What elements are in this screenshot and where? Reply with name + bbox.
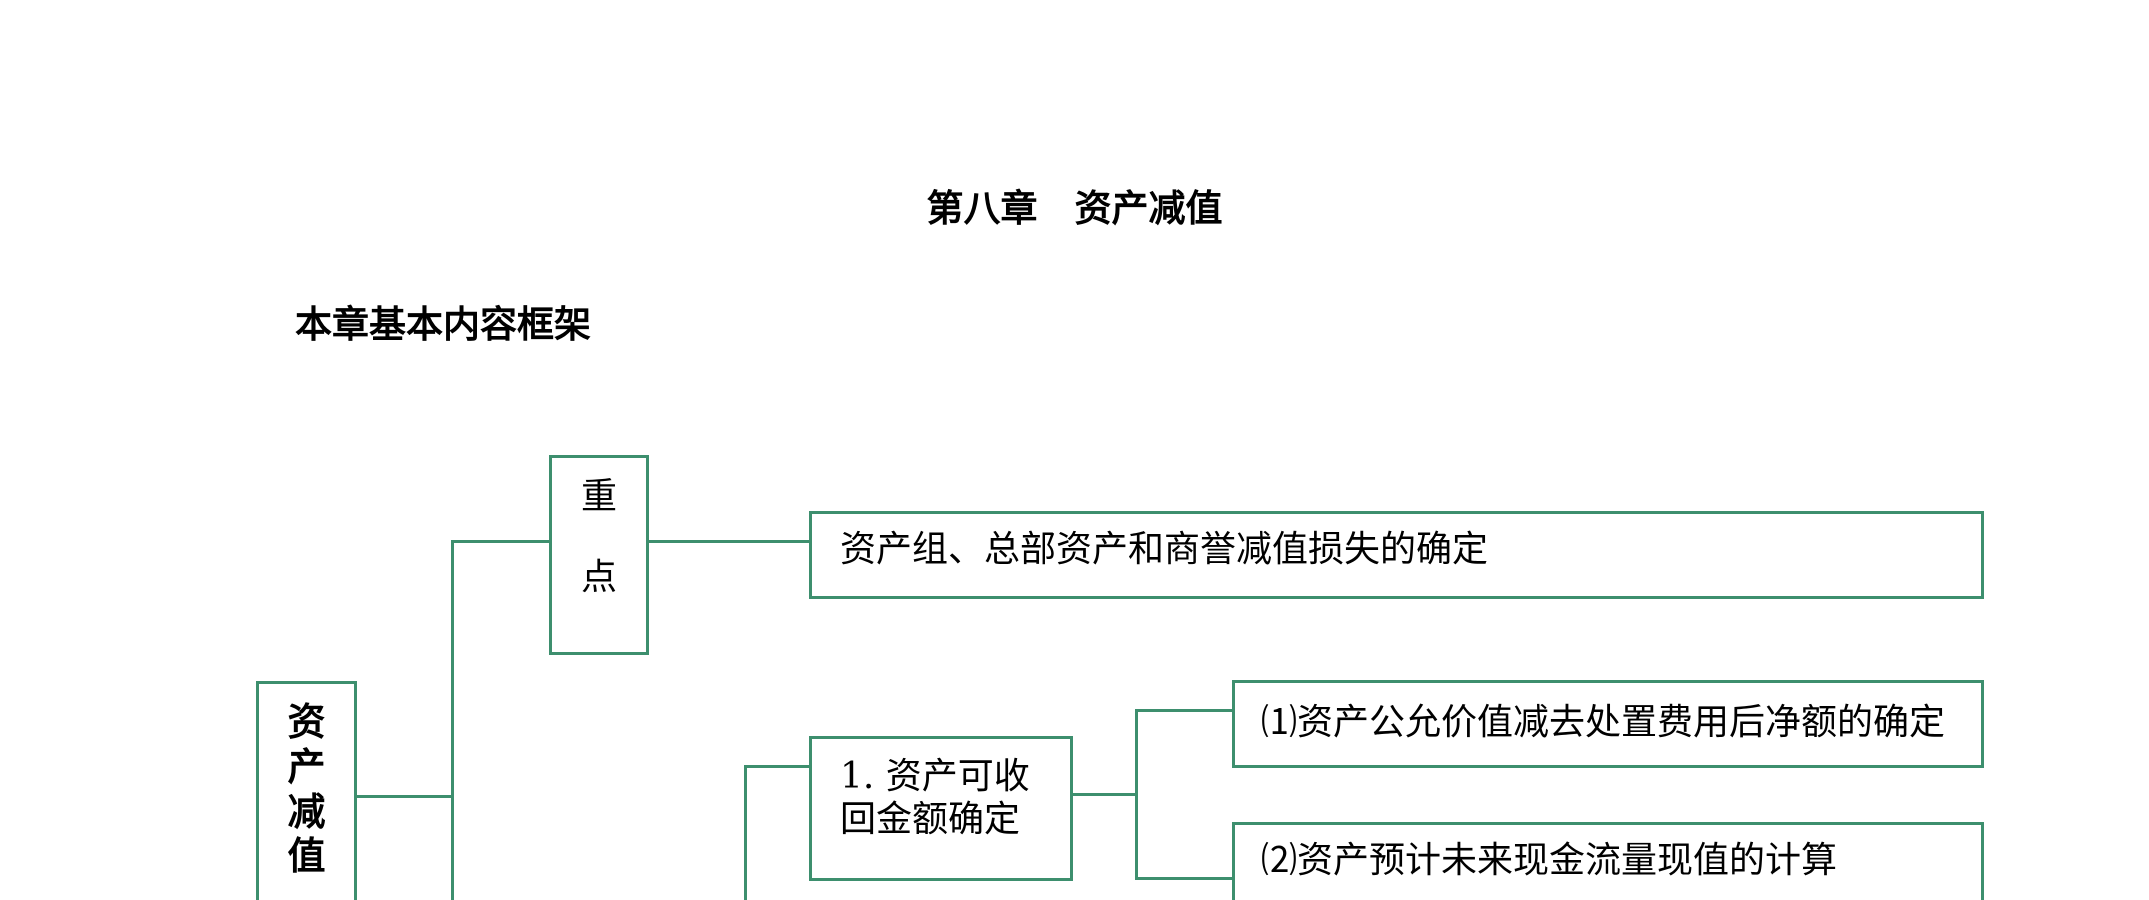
- connector-keypoint-content: [648, 540, 811, 543]
- key-point-char: 点: [580, 557, 617, 599]
- connector-section1-branch: [1071, 793, 1137, 796]
- key-point-content-text: 资产组、总部资产和商誉减值损失的确定: [840, 529, 1489, 570]
- connector-branch-item2: [1135, 877, 1234, 880]
- connector-branch: [1135, 709, 1138, 880]
- connector-branch-item1: [1135, 709, 1234, 712]
- key-point-node: 重 点: [549, 455, 649, 655]
- connector-trunk: [451, 540, 454, 900]
- connector-trunk-keypoint: [451, 540, 551, 543]
- item-2-text: ⑵资产预计未来现金流量现值的计算: [1261, 840, 1838, 881]
- connector-root-trunk: [356, 795, 452, 798]
- item-1-node: ⑴资产公允价值减去处置费用后净额的确定: [1232, 680, 1984, 768]
- item-1-text: ⑴资产公允价值减去处置费用后净额的确定: [1261, 702, 1946, 743]
- framework-heading: 本章基本内容框架: [295, 303, 591, 346]
- chapter-title: 第八章 资产减值: [926, 187, 1223, 230]
- key-point-char: 重: [580, 476, 617, 517]
- item-2-node: ⑵资产预计未来现金流量现值的计算: [1232, 822, 1984, 900]
- root-char: 资: [287, 700, 326, 744]
- root-char: 值: [287, 834, 326, 879]
- section-1-line: 1. 资产可收: [840, 756, 1030, 797]
- section-1-line: 回金额确定: [840, 799, 1021, 841]
- key-point-content-node: 资产组、总部资产和商誉减值损失的确定: [809, 511, 1984, 599]
- connector-stem-section1: [744, 765, 811, 768]
- root-node: 资 产 减 值: [256, 681, 357, 900]
- root-char: 产: [287, 744, 326, 789]
- section-1-node: 1. 资产可收 回金额确定: [809, 736, 1073, 881]
- connector-section-stem: [744, 765, 747, 900]
- root-char: 减: [287, 789, 326, 834]
